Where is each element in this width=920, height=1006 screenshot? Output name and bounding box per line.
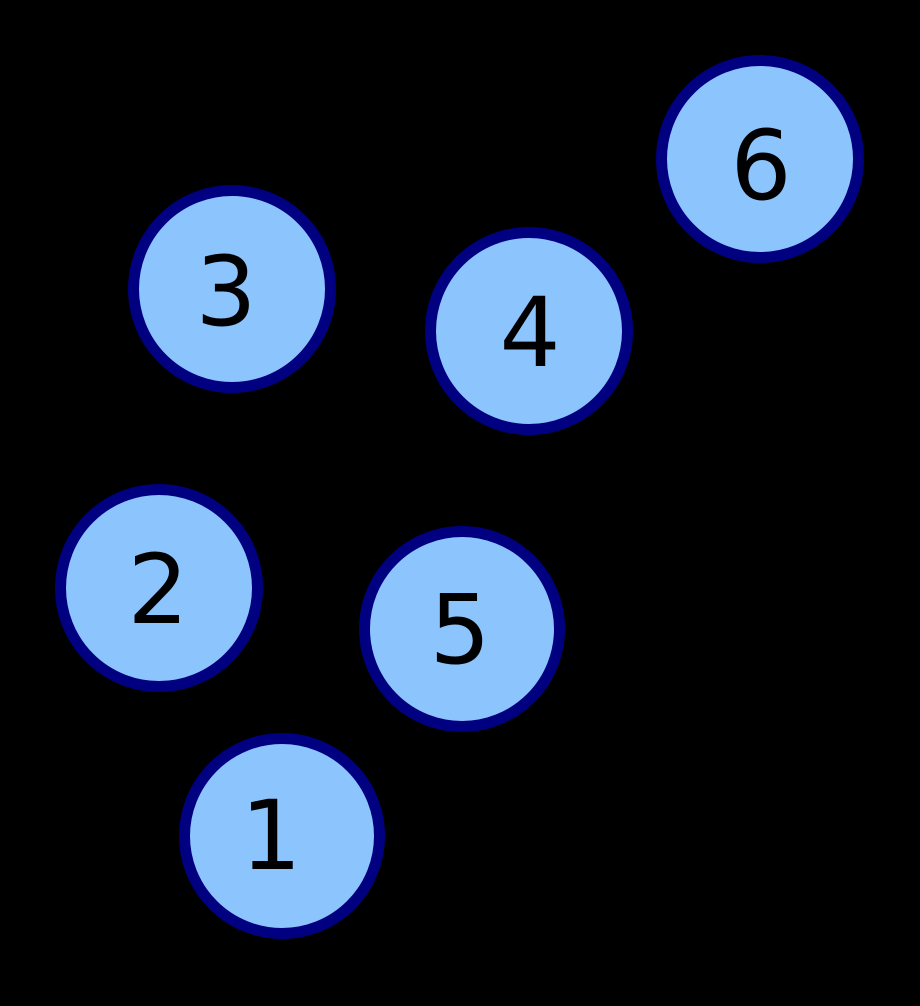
graph-node-5[interactable]: 5: [359, 526, 565, 732]
graph-node-2[interactable]: 2: [55, 484, 263, 692]
node-circle-6[interactable]: [656, 55, 864, 263]
node-label-5: 5: [429, 574, 490, 686]
node-label-2: 2: [127, 534, 188, 646]
graph-node-1[interactable]: 1: [179, 733, 385, 939]
node-layer: 1 2 3 4 5 6: [55, 55, 864, 939]
node-circle-3[interactable]: [128, 185, 336, 393]
node-label-4: 4: [499, 277, 560, 389]
node-circle-5[interactable]: [359, 526, 565, 732]
node-label-1: 1: [240, 780, 301, 892]
node-label-3: 3: [195, 236, 256, 348]
node-circle-4[interactable]: [425, 227, 633, 435]
node-circle-2[interactable]: [55, 484, 263, 692]
graph-node-6[interactable]: 6: [656, 55, 864, 263]
node-label-6: 6: [730, 110, 791, 222]
graph-node-3[interactable]: 3: [128, 185, 336, 393]
node-circle-1[interactable]: [179, 733, 385, 939]
graph-node-4[interactable]: 4: [425, 227, 633, 435]
